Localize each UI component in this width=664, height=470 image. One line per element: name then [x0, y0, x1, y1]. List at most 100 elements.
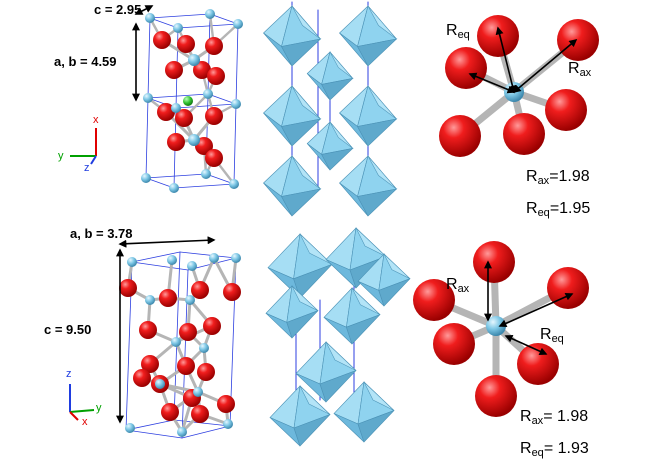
metal-atom: [201, 169, 211, 179]
oxygen-atom: [205, 37, 223, 55]
octahedron: [357, 118, 398, 147]
octahedron: [291, 155, 321, 190]
metal-atom: [231, 253, 241, 263]
octahedron: [346, 314, 381, 345]
metal-atom: [173, 23, 183, 33]
rutile-unit-cell: [141, 9, 243, 193]
octahedron: [351, 287, 381, 315]
axis-triad-bottom: [69, 384, 95, 421]
metal-atom: [188, 134, 200, 146]
oxygen-atom: [545, 89, 587, 131]
oxygen-atom: [191, 405, 209, 423]
anatase-unit-cell: [119, 251, 241, 439]
metal-atom: [145, 13, 155, 23]
oxygen-atom: [223, 283, 241, 301]
octahedron: [367, 5, 397, 40]
oxygen-atom: [141, 355, 159, 373]
octahedron: [321, 147, 354, 171]
cell-edge: [131, 261, 189, 271]
bottom-axis-z-label: z: [66, 368, 72, 380]
octahedron: [281, 118, 322, 147]
cell-edge: [179, 251, 237, 259]
octahedron: [378, 278, 411, 307]
bottom-axis-x-label: x: [82, 416, 88, 428]
top-c-label: c = 2.95: [94, 2, 142, 17]
oxygen-atom: [217, 395, 235, 413]
cell-edge: [177, 23, 239, 29]
oxygen-atom: [177, 357, 195, 375]
top-axis-y-label: y: [58, 150, 64, 162]
cell-edge: [145, 173, 207, 179]
octahedron: [357, 38, 398, 67]
cell-edge: [173, 251, 181, 421]
oxygen-atom: [475, 375, 517, 417]
metal-atom: [143, 93, 153, 103]
octahedron: [291, 85, 321, 120]
octahedron: [281, 38, 322, 67]
octahedron: [367, 155, 397, 190]
cell-edge: [181, 425, 231, 439]
cell-edge: [125, 429, 183, 439]
oxygen-atom: [433, 323, 475, 365]
bottom-c-label: c = 9.50: [44, 322, 92, 337]
cell-edge: [147, 93, 209, 99]
top-rax-value: Rax=1.98: [526, 168, 590, 187]
oxygen-atom: [205, 107, 223, 125]
metal-atom: [209, 253, 219, 263]
oxygen-atom: [413, 279, 455, 321]
top-req-symbol: Req: [446, 22, 470, 41]
octahedron: [321, 77, 354, 101]
octahedron: [299, 233, 333, 265]
cell-edge: [175, 103, 237, 109]
octahedron: [383, 253, 411, 279]
octahedron: [355, 227, 387, 257]
oxygen-atom: [177, 35, 195, 53]
metal-atom: [188, 54, 200, 66]
top-axis-z-label: z: [84, 162, 90, 174]
bottom-req-symbol: Req: [540, 326, 564, 345]
cell-edge: [131, 251, 181, 263]
oxygen-atom: [161, 403, 179, 421]
top-ab-label: a, b = 4.59: [54, 54, 117, 69]
cell-edge: [149, 13, 211, 19]
oxygen-atom: [167, 133, 185, 151]
octahedron: [357, 410, 395, 443]
metal-atom: [141, 173, 151, 183]
rutile-octahedra-view: [263, 1, 398, 217]
metal-atom: [223, 419, 233, 429]
octahedron: [293, 264, 333, 299]
oxygen-atom: [157, 103, 175, 121]
oxygen-atom: [473, 241, 515, 283]
oxygen-atom: [159, 289, 177, 307]
oxygen-atom: [197, 363, 215, 381]
oxygen-atom: [207, 67, 225, 85]
metal-atom: [169, 183, 179, 193]
metal-atom: [229, 179, 239, 189]
octahedron: [299, 385, 331, 415]
metal-atom: [125, 423, 135, 433]
oxygen-atom: [133, 369, 151, 387]
octahedron: [357, 188, 398, 217]
dimension-arrows: [116, 5, 578, 424]
octahedron: [281, 188, 322, 217]
bottom-axis-y-label: y: [96, 402, 102, 414]
oxygen-atom: [139, 321, 157, 339]
metal-atom: [199, 343, 209, 353]
top-req-value: Req=1.95: [526, 200, 591, 219]
metal-atom: [177, 427, 187, 437]
metal-atom: [205, 9, 215, 19]
oxygen-atom: [203, 317, 221, 335]
metal-atom: [185, 295, 195, 305]
octahedron: [367, 85, 397, 120]
oxygen-atom: [175, 109, 193, 127]
octahedron: [291, 285, 319, 311]
metal-atom: [155, 379, 165, 389]
oxygen-atom: [119, 279, 137, 297]
octahedron: [325, 341, 357, 371]
oxygen-atom: [557, 19, 599, 61]
oxygen-atom: [193, 61, 211, 79]
metal-atom: [203, 89, 213, 99]
cell-edge: [173, 419, 231, 427]
oxygen-atom: [503, 113, 545, 155]
